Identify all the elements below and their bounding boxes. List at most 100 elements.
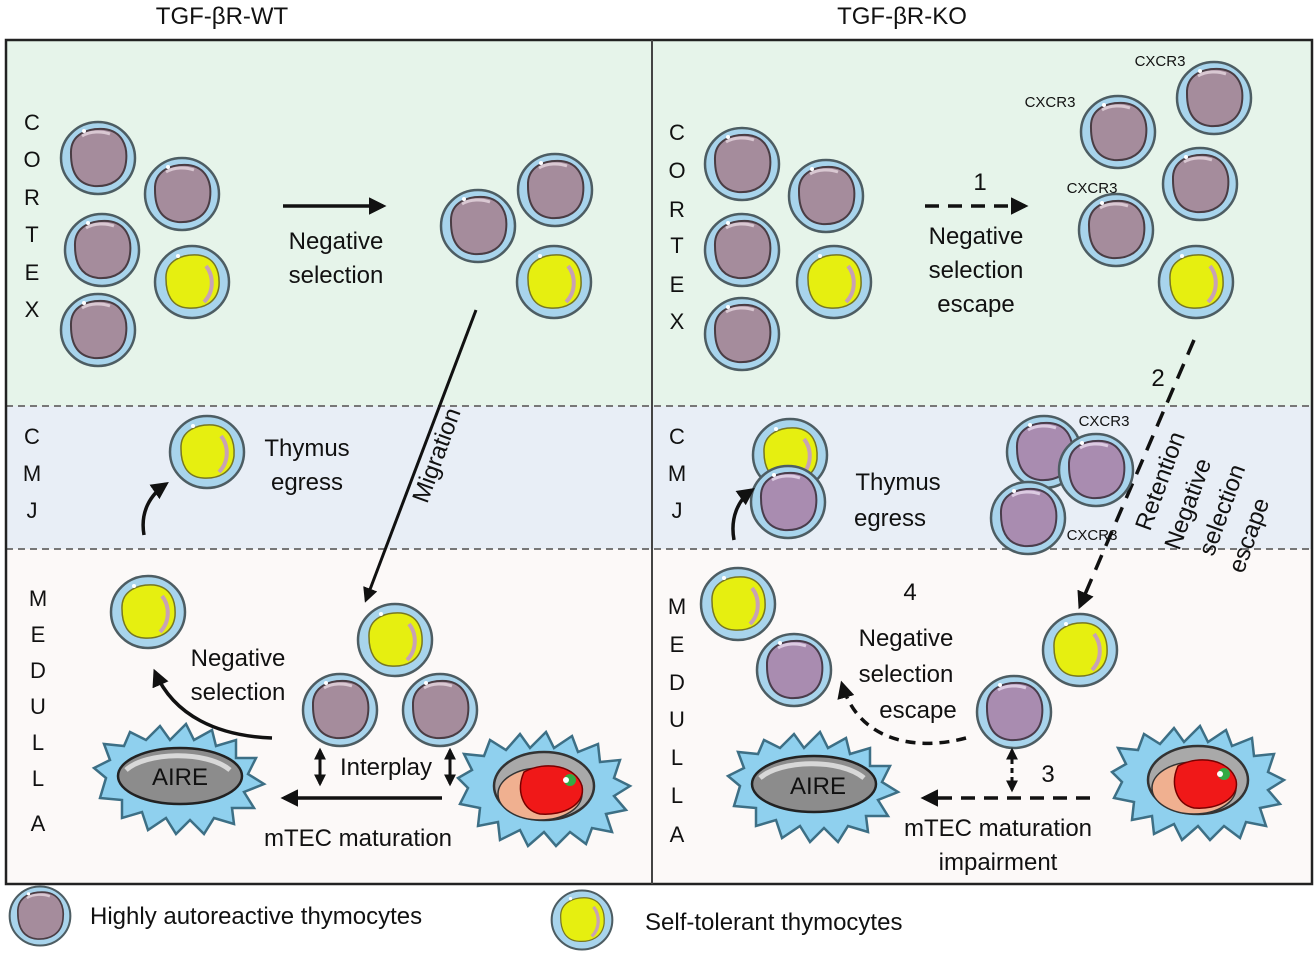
zone-letter: C [669,424,685,449]
zone-label-medulla-left: M E D U L L A [29,586,47,836]
zone-letter: A [670,822,685,847]
zone-letter: L [671,745,683,770]
autoreactive-thymocyte [703,212,781,288]
zone-letter: R [669,197,685,222]
self-tolerant-thymocyte [153,244,231,320]
legend-autoreactive-label: Highly autoreactive thymocytes [90,903,422,930]
zone-letter: U [669,707,685,732]
autoreactive-thymocyte [975,674,1053,750]
zone-label-cmj-right: C M J [668,424,686,523]
self-tolerant-thymocyte [109,574,187,650]
autoreactive-thymocyte [755,632,833,708]
zone-letter: E [25,260,40,285]
zone-letter: M [668,594,686,619]
autoreactive-thymocyte [143,156,221,232]
medulla-negative-selection-label: Negative [191,645,286,672]
aire-label: AIRE [790,773,846,800]
autoreactive-thymocyte [439,188,517,264]
medulla-escape-label: selection [859,661,954,688]
zone-letter: M [29,586,47,611]
medulla-band [6,549,1312,884]
cxcr3-label: CXCR3 [1079,413,1130,430]
autoreactive-thymocyte [1161,146,1239,222]
zone-letter: L [32,766,44,791]
zone-letter: T [670,233,683,258]
mtec-maturation-label: mTEC maturation [264,825,452,852]
autoreactive-thymocyte [63,212,141,288]
self-tolerant-thymocyte [1041,612,1119,688]
zone-letter: O [668,158,685,183]
zone-letter: C [669,120,685,145]
thymus-egress-label: egress [854,505,926,532]
zone-letter: C [24,424,40,449]
zone-letter: E [670,272,685,297]
thymus-egress-arrow [141,482,169,536]
step-1-label: 1 [973,169,986,196]
zone-letter: E [31,622,46,647]
zone-label-cmj-left: C M J [23,424,41,523]
zone-label-cortex-left: C O R T E X [23,110,40,322]
zone-letter: J [672,498,683,523]
immature-mtec [455,729,633,849]
self-tolerant-thymocyte [356,602,434,678]
zone-letter: E [670,632,685,657]
zone-letter: C [24,110,40,135]
mature-mtec-aire [91,721,267,836]
negative-selection-escape-label: escape [937,291,1014,318]
step-4-label: 4 [903,579,916,606]
autoreactive-thymocyte [703,296,781,372]
zone-letter: O [23,147,40,172]
zone-letter: L [32,730,44,755]
thymus-egress-label: Thymus [855,469,940,496]
autoreactive-thymocyte [59,292,137,368]
thymus-egress-label: Thymus [264,435,349,462]
mature-mtec-aire [725,729,901,844]
negative-selection-escape-label: selection [929,257,1024,284]
thymus-egress-arrow [731,487,755,541]
immature-mtec [1109,723,1287,843]
mtec-impairment-label: impairment [939,849,1058,876]
thymus-egress-label: egress [271,469,343,496]
legend-self-tolerant-swatch [550,888,614,952]
zone-letter: A [31,811,46,836]
self-tolerant-thymocyte [168,414,246,490]
medulla-escape-label: Negative [859,625,954,652]
legend-self-tolerant-label: Self-tolerant thymocytes [645,909,902,936]
zone-letter: D [669,670,685,695]
self-tolerant-thymocyte [795,244,873,320]
negative-selection-escape-label: Negative [929,223,1024,250]
zone-label-medulla-right: M E D U L L A [668,594,686,847]
mtec-impairment-label: mTEC maturation [904,815,1092,842]
cxcr3-label: CXCR3 [1067,180,1118,197]
zone-letter: M [668,461,686,486]
cxcr3-label: CXCR3 [1025,94,1076,111]
zone-letter: X [670,309,685,334]
zone-letter: D [30,658,46,683]
cxcr3-label: CXCR3 [1135,53,1186,70]
medulla-negative-selection-arrow [152,668,273,740]
zone-label-cortex-right: C O R T E X [668,120,685,334]
autoreactive-thymocyte [787,158,865,234]
legend-autoreactive-swatch [8,885,72,947]
autoreactive-thymocyte [703,126,781,202]
autoreactive-thymocyte [1079,94,1157,170]
zone-letter: R [24,185,40,210]
zone-letter: X [25,297,40,322]
aire-label: AIRE [152,764,208,791]
autoreactive-thymocyte [1077,192,1155,268]
medulla-escape-label: escape [879,697,956,724]
zone-letter: L [671,783,683,808]
self-tolerant-thymocyte [515,244,593,320]
negative-selection-label: Negative [289,228,384,255]
self-tolerant-thymocyte [1157,244,1235,320]
zone-letter: U [30,694,46,719]
header-wt: TGF-βR-WT [156,3,289,30]
retention-escape-arrow [1077,339,1196,610]
migration-arrow [363,309,478,603]
medulla-escape-arrow [837,680,967,745]
frame [4,38,1314,886]
negative-selection-label: selection [289,262,384,289]
autoreactive-thymocyte [301,672,379,748]
autoreactive-thymocyte [401,672,479,748]
